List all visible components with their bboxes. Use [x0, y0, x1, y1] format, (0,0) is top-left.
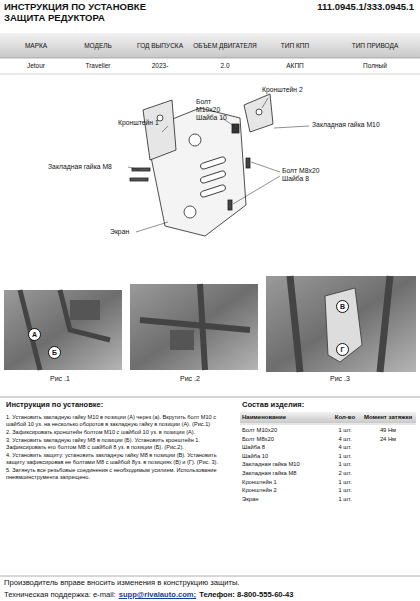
table-cell: Болт М10х20: [242, 427, 328, 434]
table-cell: Кронштейн 1: [242, 479, 328, 486]
table-cell: 4 шт.: [330, 436, 360, 443]
table-cell: Экран: [242, 496, 328, 503]
section-heading: Состав изделия:: [242, 401, 304, 410]
table-cell: 1 шт.: [330, 453, 360, 460]
part-label: Закладная гайка М10: [312, 121, 412, 129]
section-heading: Инструкция по установке:: [6, 401, 103, 410]
callout-letter: Б: [48, 346, 61, 359]
part-label: Кронштейн 2: [262, 86, 322, 94]
table-header: Момент затяжки: [360, 414, 416, 421]
header-band: [0, 33, 420, 58]
table-cell: Шайба 10: [242, 453, 328, 460]
part-drawing: [130, 94, 273, 236]
table-cell: 1 шт.: [330, 461, 360, 468]
part-label: Закладная гайка М8: [48, 163, 130, 171]
table-cell: 2.0: [193, 62, 257, 69]
footer-contacts: Техническая поддержка: e-mail:supp@rival…: [4, 590, 416, 599]
instruction-step: 4. Установить защиту: установить закладн…: [6, 452, 232, 465]
table-header: ТИП ПРИВОДА: [343, 34, 407, 58]
email-link: supp@rivalauto.com;: [119, 590, 196, 599]
table-header: Кол-во: [330, 414, 360, 421]
instruction-step: 5. Затянуть все резьбовые соединения с н…: [6, 467, 232, 480]
table-header: Наименование: [242, 414, 328, 421]
instruction-step: 2. Зафиксировать кронштейн болтом М10 с …: [6, 429, 232, 436]
table-cell: Jetour: [4, 62, 68, 69]
table-cell: Закладная гайка М10: [242, 461, 328, 468]
callout-letter: А: [28, 328, 41, 341]
table-cell: 24 Нм: [360, 436, 416, 443]
callout-letter: Г: [336, 343, 349, 356]
table-header: МОДЕЛЬ: [66, 34, 130, 58]
table-header: ГОД ВЫПУСКА: [128, 34, 192, 58]
footer-text: Техническая поддержка: e-mail:: [4, 590, 116, 599]
callout-letter: В: [336, 300, 349, 313]
table-cell: 1 шт.: [330, 479, 360, 486]
instruction-step: 1. Установить закладную гайку М10 в пози…: [6, 414, 232, 427]
table-cell: Закладная гайка М8: [242, 470, 328, 477]
table-cell: Кронштейн 2: [242, 487, 328, 494]
footer-note: Производитель вправе вносить изменения в…: [4, 579, 239, 588]
leader-lines: [128, 98, 309, 232]
figure-caption: Рис .2: [180, 375, 200, 383]
doc-subtitle: ЗАЩИТА РЕДУКТОРА: [4, 13, 105, 24]
part-label: Болт М8х20 Шайба 8: [282, 167, 332, 183]
table-cell: 2023-: [128, 62, 192, 69]
table-cell: 4 шт.: [330, 444, 360, 451]
article-number: 111.0945.1/333.0945.1: [317, 2, 414, 13]
table-cell: 2 шт.: [330, 470, 360, 477]
table-cell: 1 шт.: [330, 427, 360, 434]
table-cell: Болт М8х20: [242, 436, 328, 443]
figure-caption: Рис .1: [50, 375, 70, 383]
part-label: Болт М10х20 Шайба 10: [196, 98, 236, 121]
doc-title: ИНСТРУКЦИЯ ПО УСТАНОВКЕ: [4, 2, 146, 13]
table-cell: АКПП: [263, 62, 327, 69]
photos: [4, 276, 416, 372]
table-cell: 1 шт.: [330, 496, 360, 503]
table-cell: Полный: [343, 62, 407, 69]
part-label: Экран: [110, 228, 150, 236]
figure-caption: Рис .3: [330, 375, 350, 383]
table-header: ТИП КПП: [263, 34, 327, 58]
footer-text: Телефон: 8-800-555-60-43: [199, 590, 293, 599]
instructions: 1. Установить закладную гайку М10 в пози…: [6, 414, 232, 482]
instruction-step: 3. Установить закладную гайку М8 в позиц…: [6, 437, 232, 450]
table-cell: 1 шт.: [330, 487, 360, 494]
table-cell: 49 Нм: [360, 427, 416, 434]
part-label: Кронштейн 1: [118, 119, 168, 127]
table-header: ОБЪЕМ ДВИГАТЕЛЯ: [193, 34, 257, 58]
table-cell: Traveller: [66, 62, 130, 69]
table-header: МАРКА: [4, 34, 68, 58]
table-cell: Шайба 8: [242, 444, 328, 451]
